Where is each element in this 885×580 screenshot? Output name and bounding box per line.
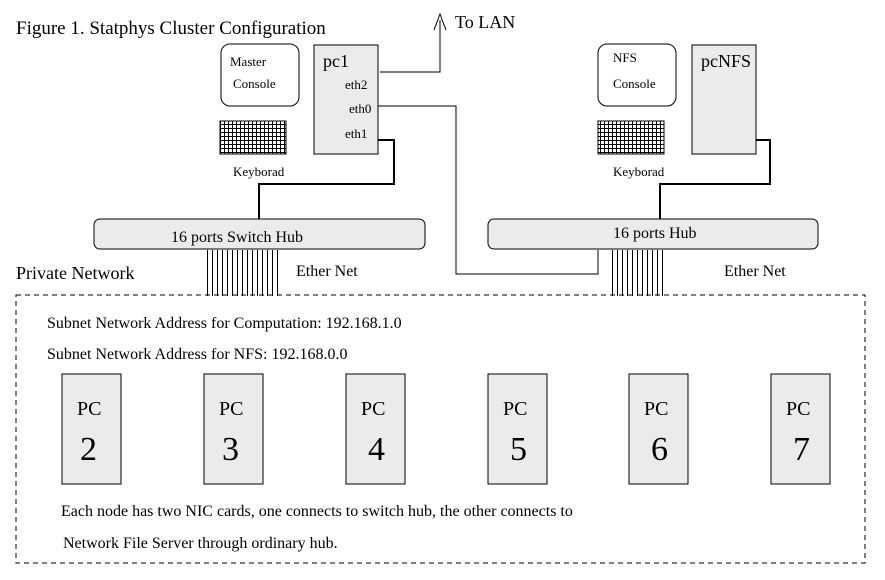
node-pc4: PC 4 <box>345 373 406 485</box>
switch-hub: 16 ports Switch Hub Ether Net <box>93 218 426 296</box>
note-line-2: Network File Server through ordinary hub… <box>63 535 338 552</box>
pc1-port-eth2: eth2 <box>345 77 367 92</box>
nfs-station: NFS Console Keyborad pcNFS <box>597 43 757 179</box>
node-number: 7 <box>793 431 810 468</box>
node-pc2: PC 2 <box>61 373 122 485</box>
figure-title: Figure 1. Statphys Cluster Configuration <box>16 18 326 39</box>
private-network-boundary <box>15 294 866 564</box>
ethernet-right-label: Ether Net <box>724 263 786 280</box>
node-label: PC <box>503 398 527 420</box>
master-console-line1: Master <box>230 54 267 69</box>
pc1-label: pc1 <box>323 51 349 71</box>
wire-eth1-to-switch <box>258 139 395 219</box>
master-keyboard-label: Keyborad <box>233 164 285 179</box>
node-pc3: PC 3 <box>203 373 264 485</box>
node-number: 3 <box>222 431 239 468</box>
switch-hub-ports <box>204 250 282 296</box>
subnet-computation: Subnet Network Address for Computation: … <box>47 315 402 332</box>
node-label: PC <box>786 398 810 420</box>
node-number: 5 <box>510 431 527 468</box>
nfs-console-line2: Console <box>613 76 656 91</box>
node-number: 2 <box>80 431 97 468</box>
pc1-port-eth1: eth1 <box>345 126 367 141</box>
pc1-box <box>313 44 379 155</box>
node-number: 6 <box>651 431 668 468</box>
arrow-up-icon <box>433 12 447 31</box>
wire-pcnfs-to-hub <box>659 139 771 219</box>
node-pc5: PC 5 <box>487 373 548 485</box>
nfs-console-line1: NFS <box>613 50 637 65</box>
switch-hub-label: 16 ports Switch Hub <box>171 229 303 246</box>
node-pc7: PC 7 <box>770 373 831 485</box>
lan-label: To LAN <box>455 12 515 32</box>
master-keyboard <box>219 120 287 155</box>
pc1-port-eth0: eth0 <box>349 101 371 116</box>
node-label: PC <box>219 398 243 420</box>
pcnfs-box <box>691 44 757 155</box>
nfs-hub: 16 ports Hub Ether Net <box>487 218 819 296</box>
master-station: Master Console Keyborad pc1 eth2 eth0 et… <box>219 43 379 179</box>
master-console <box>220 43 300 107</box>
wire-eth0-to-hub <box>378 105 599 275</box>
node-pc6: PC 6 <box>628 373 689 485</box>
lan-uplink: To LAN <box>380 12 515 73</box>
master-console-line2: Console <box>233 76 276 91</box>
node-label: PC <box>361 398 385 420</box>
nfs-keyboard <box>597 120 665 155</box>
nfs-hub-label: 16 ports Hub <box>613 225 697 242</box>
nfs-keyboard-label: Keyborad <box>613 164 665 179</box>
nfs-hub-ports <box>612 250 664 296</box>
node-label: PC <box>77 398 101 420</box>
node-number: 4 <box>368 431 385 468</box>
subnet-nfs: Subnet Network Address for NFS: 192.168.… <box>47 346 347 363</box>
private-network-label: Private Network <box>16 263 134 283</box>
nfs-console <box>597 43 677 107</box>
ethernet-left-label: Ether Net <box>296 263 358 280</box>
node-label: PC <box>644 398 668 420</box>
note-line-1: Each node has two NIC cards, one connect… <box>61 503 573 520</box>
pcnfs-label: pcNFS <box>701 51 751 71</box>
